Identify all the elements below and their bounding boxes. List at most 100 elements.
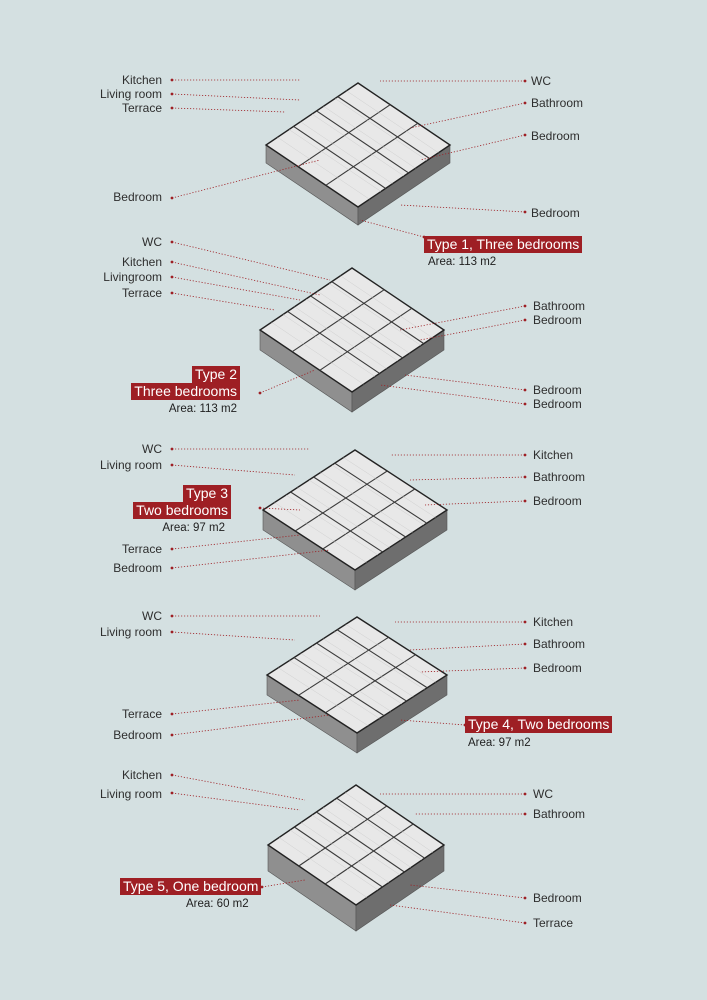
leader-dot [170,260,174,264]
leader-dot [170,791,174,795]
plan3-label-wc: WC [142,442,162,456]
leader-dot [170,240,174,244]
plan2-label-bedroom-a: Bedroom [533,313,582,327]
leader-line [409,643,526,651]
leader-line [259,369,316,394]
leader-dot [523,133,527,137]
leader-dot [170,92,174,96]
plan1-label-bedroom: Bedroom [113,190,162,204]
plan2-label-kitchen: Kitchen [121,255,162,269]
leader-dot [523,453,527,457]
leader-dot [170,106,174,110]
plan2-label-wc: WC [142,235,162,249]
plan4-label-kitchen: Kitchen [533,615,574,629]
plan5-floorplan-model [266,784,446,932]
plan5-label-terrace: Terrace [533,916,574,930]
leader-line [409,884,526,899]
leader-line [171,549,331,569]
leader-dot [258,391,262,395]
plan3-label-kitchen: Kitchen [533,448,574,462]
leader-line [171,93,301,101]
leader-dot [170,773,174,777]
leader-dot [170,712,174,716]
plan2-floorplan-model [258,267,446,413]
leader-line [399,305,526,331]
plan4-label-wc: WC [142,609,162,623]
leader-dot [170,630,174,634]
plan1-area: Area: 113 m2 [428,256,497,268]
leader-dot [170,196,174,200]
leader-dot [170,733,174,737]
plan3-area: Area: 97 m2 [162,522,225,534]
plan4-area: Area: 97 m2 [468,737,531,749]
leader-dot [523,402,527,406]
leader-line [379,384,526,405]
leader-line [171,464,296,476]
plan1-label-kitchen: Kitchen [121,73,162,87]
leader-line [171,774,306,801]
leader-line [171,107,286,113]
leader-dot [170,275,174,279]
leader-dot [170,614,174,618]
plan2-area: Area: 113 m2 [168,403,237,415]
leader-line [171,276,301,301]
leader-line [399,719,466,726]
plan3-floorplan-model [261,449,449,591]
plan4-floorplan-model [265,616,449,754]
plan3-label-bedroom: Bedroom [113,561,162,575]
leader-dot [170,463,174,467]
plan2-label-bathroom: Bathroom [533,299,586,313]
leader-dot [523,642,527,646]
plan4-label-bathroom: Bathroom [533,637,586,651]
plan2-type-title-line1: Type 2 [191,366,240,383]
leader-dot [523,475,527,479]
leader-dot [170,78,174,82]
leader-line [171,292,276,311]
leader-line [171,699,301,715]
plan1-label-bedroom-b: Bedroom [531,206,580,220]
leader-dot [523,101,527,105]
leader-dot [523,388,527,392]
leader-line [399,204,526,213]
leader-dot [523,318,527,322]
plan4-label-terrace: Terrace [121,707,162,721]
leader-dot [523,666,527,670]
plan1-label-living-room: Living room [99,87,162,101]
plan4-type-title: Type 4, Two bedrooms [465,716,613,733]
leader-line [424,500,526,506]
leader-dot [523,896,527,900]
plan4-label-bedroom-right: Bedroom [533,661,582,675]
leader-dot [523,792,527,796]
leader-dot [523,620,527,624]
leader-line [171,792,301,811]
plan3-type-title-line2: Two bedrooms [133,502,231,519]
leader-dot [523,812,527,816]
leader-line [171,261,321,296]
plan5-label-bathroom: Bathroom [533,807,586,821]
plan3-label-bathroom: Bathroom [533,470,586,484]
plan4-label-living-room: Living room [99,625,162,639]
leader-dot [523,921,527,925]
leader-line [171,534,301,550]
leader-line [259,507,301,511]
leader-dot [523,79,527,83]
plan3-label-bedroom-right: Bedroom [533,494,582,508]
plan3-label-terrace: Terrace [121,542,162,556]
plan3-type-title-line1: Type 3 [182,485,231,502]
leader-line [171,631,296,641]
plan3-label-living-room: Living room [99,458,162,472]
plan2-label-bedroom-c: Bedroom [533,397,582,411]
leader-dot [258,506,262,510]
leader-line [389,904,526,924]
plan1-label-terrace: Terrace [121,101,162,115]
leader-line [171,241,331,281]
leader-dot [523,499,527,503]
leader-line [261,879,306,888]
plan1-label-bathroom: Bathroom [531,96,584,110]
plan1-label-wc: WC [531,74,551,88]
leader-line [171,714,331,736]
plan5-label-living-room: Living room [99,787,162,801]
leader-line [359,219,425,238]
